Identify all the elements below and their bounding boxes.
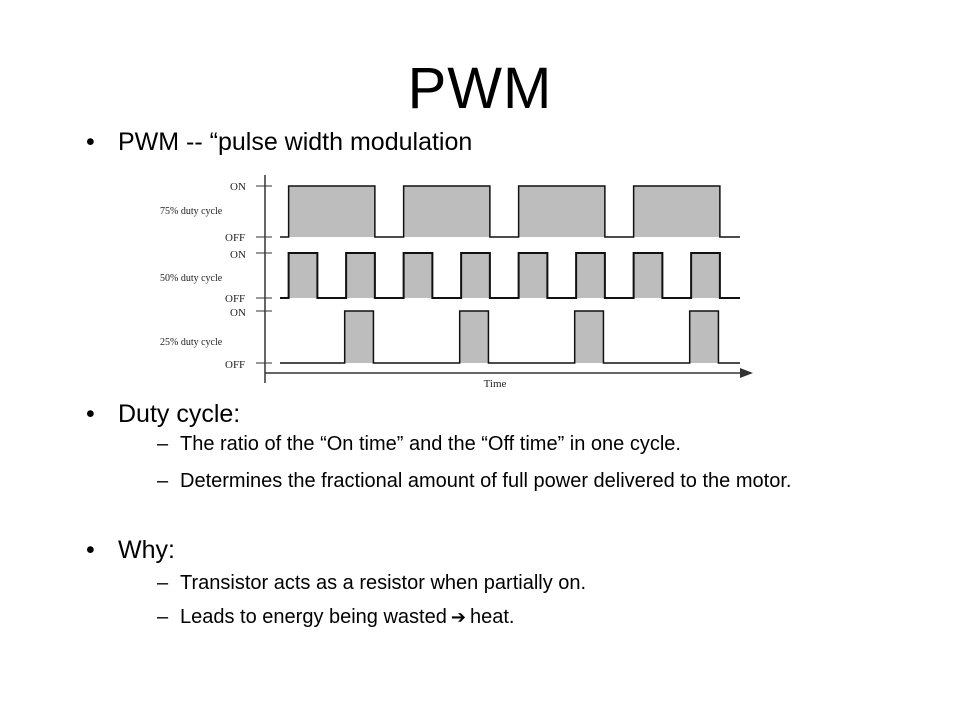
- bullet-marker: •: [86, 128, 95, 156]
- pwm-waveform-diagram: Time ON 75% duty cycle OFF ON 50% duty c…: [160, 175, 753, 390]
- off-label-25: OFF: [225, 359, 245, 371]
- bullet-text: Duty cycle:: [118, 400, 241, 428]
- time-axis: Time: [264, 175, 753, 390]
- slide-title: PWM: [407, 56, 553, 121]
- sub-bullet-marker: –: [157, 433, 169, 455]
- pwm-pulse: [461, 253, 490, 298]
- pwm-pulse: [403, 253, 433, 298]
- bullet-text: PWM -- “pulse width modulation: [118, 128, 473, 156]
- sub-bullet-text: Leads to energy being wasted: [180, 606, 447, 628]
- pwm-pulse: [518, 186, 605, 237]
- duty-label-50: 50% duty cycle: [160, 273, 223, 284]
- pwm-pulse: [691, 253, 720, 298]
- pwm-signal-line: [280, 252, 740, 299]
- waveforms: [280, 185, 740, 364]
- pwm-signal-line: [280, 310, 740, 364]
- pwm-signal-line: [280, 185, 740, 238]
- bullet-marker: •: [86, 536, 95, 564]
- sub-bullet-text: The ratio of the “On time” and the “Off …: [180, 433, 681, 455]
- off-label-50: OFF: [225, 293, 245, 305]
- pwm-pulse: [403, 186, 490, 237]
- sub-bullet-text: Determines the fractional amount of full…: [180, 470, 792, 492]
- pwm-pulse: [576, 253, 605, 298]
- right-arrow-icon: ➔: [450, 607, 466, 627]
- duty-label-75: 75% duty cycle: [160, 206, 223, 217]
- sub-bullet-marker: –: [157, 606, 169, 628]
- off-label-75: OFF: [225, 232, 245, 244]
- sub-bullet-marker: –: [157, 470, 169, 492]
- pwm-pulse: [633, 253, 663, 298]
- sub-bullet-text-line: Leads to energy being wasted➔heat.: [180, 605, 870, 630]
- pwm-pulse: [288, 253, 318, 298]
- on-label-75: ON: [230, 181, 246, 193]
- on-label-50: ON: [230, 249, 246, 261]
- bullet-marker: •: [86, 400, 95, 428]
- pwm-pulse: [574, 311, 604, 363]
- sub-bullet-marker: –: [157, 572, 169, 594]
- on-label-25: ON: [230, 307, 246, 319]
- sub-bullet-text-tail: heat.: [469, 606, 515, 628]
- duty-label-25: 25% duty cycle: [160, 337, 223, 348]
- pwm-pulse: [633, 186, 720, 237]
- sub-bullet-text: Transistor acts as a resistor when parti…: [180, 572, 587, 594]
- time-axis-label: Time: [484, 378, 507, 390]
- pwm-pulse: [689, 311, 719, 363]
- pwm-pulse: [344, 311, 374, 363]
- bullet-text: Why:: [118, 536, 175, 564]
- pwm-pulse: [288, 186, 375, 237]
- pwm-pulse: [459, 311, 489, 363]
- pwm-pulse: [346, 253, 375, 298]
- pwm-pulse: [518, 253, 548, 298]
